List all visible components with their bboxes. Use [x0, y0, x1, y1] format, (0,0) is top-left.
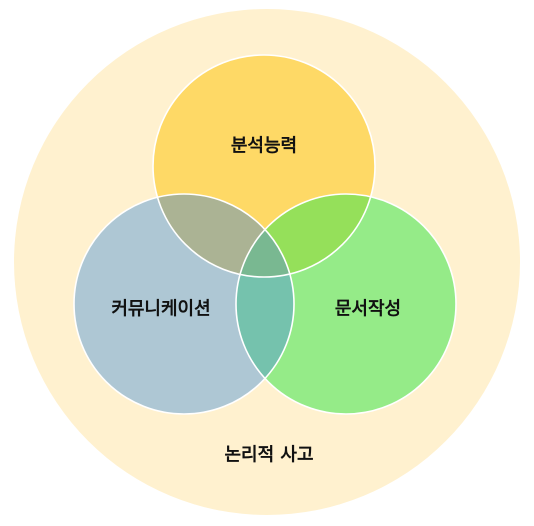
analysis-label: 분석능력 — [231, 136, 297, 157]
communication-outline — [73, 193, 295, 415]
communication-label: 커뮤니케이션 — [111, 299, 210, 320]
overlap-analysis-communication — [153, 194, 294, 277]
writing-label: 문서작성 — [335, 299, 401, 320]
analysis-outline — [152, 54, 376, 278]
overlap-analysis-writing — [236, 194, 375, 277]
outer-label: 논리적 사고 — [224, 445, 313, 466]
writing-outline — [235, 193, 457, 415]
